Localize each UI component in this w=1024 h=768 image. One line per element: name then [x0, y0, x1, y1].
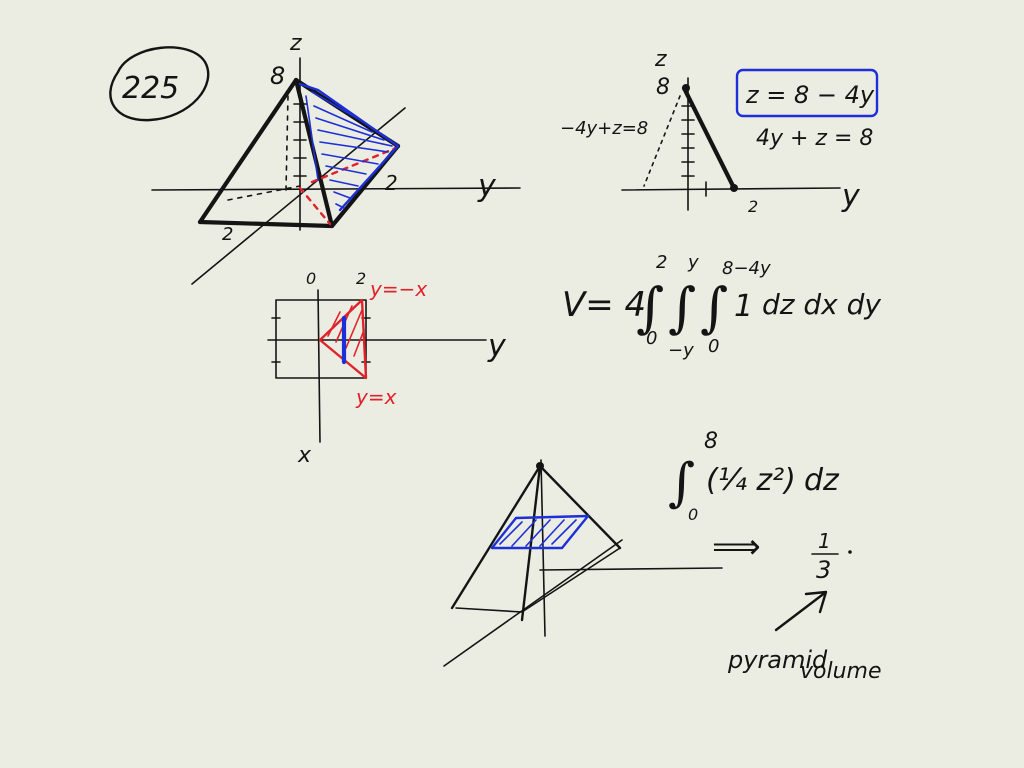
- pyramid-edge-left: [197, 77, 299, 225]
- outer-lower-limit: 0: [646, 328, 657, 349]
- pyramid-hidden-base: [227, 185, 301, 201]
- pyramid-x-axis: [191, 107, 406, 285]
- note-line2: volume: [800, 659, 882, 684]
- pyramid-base-front: [197, 143, 401, 229]
- slice-pyramid-base: [455, 547, 621, 613]
- region-top-left-label: 0: [306, 269, 316, 288]
- region-y-label: y: [487, 329, 507, 364]
- slice-pyramid-edges: [450, 464, 622, 622]
- pyramid-hidden-edge: [285, 95, 289, 191]
- middle-upper-limit: y: [687, 252, 699, 273]
- pyramid-3d-sketch: z 8 2 y 2: [151, 31, 521, 285]
- fraction-dot: [848, 550, 852, 554]
- plane-equation-box: [735, 68, 879, 118]
- region-x-label: x: [297, 443, 312, 468]
- cross-section-left-line-label: −4y+z=8: [560, 118, 648, 139]
- slice-lower-limit: 0: [688, 505, 698, 524]
- slice-y-axis: [539, 567, 723, 571]
- inner-upper-limit: 8−4y: [722, 258, 771, 279]
- problem-number-circle: [109, 46, 210, 122]
- slice-upper-limit: 8: [704, 429, 718, 454]
- integral-sign-inner: ∫: [700, 276, 728, 339]
- integral-sign-outer: ∫: [636, 276, 664, 339]
- inner-lower-limit: 0: [708, 336, 719, 357]
- cross-section-left-line: [643, 95, 681, 187]
- cross-section-sketch: z 8 −4y+z=8 2 y z = 8 − 4y 4y + z = 8: [560, 47, 879, 216]
- cross-section-y-tick-label: 2: [748, 197, 758, 216]
- differentials: dz dx dy: [762, 288, 881, 321]
- region-x-axis: [317, 289, 321, 443]
- slice-integral-sign: ∫: [668, 453, 695, 513]
- middle-lower-limit: −y: [668, 340, 694, 361]
- pyramid-z-label: z: [289, 31, 302, 56]
- slice-blue-hatching: [499, 519, 577, 547]
- pyramid-z-ticks: [293, 103, 307, 177]
- problem-number-group: 225: [109, 46, 210, 122]
- slice-blue-square: [490, 514, 590, 550]
- slice-x-axis: [443, 539, 623, 667]
- region-ticks: [271, 317, 371, 363]
- note-line1: pyramid: [727, 646, 828, 674]
- pyramid-red-dashed: [298, 146, 398, 226]
- cross-section-ticks: [681, 105, 707, 197]
- outer-upper-limit: 2: [656, 252, 667, 273]
- cross-section-apex-dot: [682, 84, 690, 92]
- pyramid-blue-hatching: [305, 91, 393, 209]
- slice-integral: ∫ 8 0 (¼ z²) dz ⟹ 1 3 pyramid volume: [668, 429, 882, 684]
- cross-section-y-label: y: [841, 179, 861, 214]
- integrand: 1: [734, 289, 753, 324]
- slice-implies-arrow: ⟹: [712, 527, 761, 567]
- slice-differential: dz: [804, 463, 840, 498]
- cross-section-y-dot: [730, 184, 738, 192]
- pyramid-blue-outline: [298, 82, 400, 212]
- pyramid-base-y-label: 2: [385, 171, 398, 195]
- fraction-denominator: 3: [816, 556, 831, 584]
- slice-integrand: (¼ z²): [706, 463, 796, 498]
- fraction-numerator: 1: [818, 529, 831, 553]
- region-2d-sketch: 0 2 y=−x y=x y x: [267, 269, 507, 468]
- pyramid-base-x-label: 2: [222, 224, 233, 245]
- pyramid-y-axis: [151, 187, 521, 191]
- volume-prefix: V= 4: [562, 285, 646, 325]
- slice-apex-dot: [536, 462, 544, 470]
- note-arrow: [774, 590, 828, 632]
- problem-number: 225: [122, 71, 179, 106]
- pyramid-y-label: y: [477, 169, 497, 204]
- volume-integral: V= 4 ∫ ∫ ∫ 2 0 y −y 8−4y 0 1 dz dx dy: [562, 252, 881, 361]
- integral-sign-middle: ∫: [668, 276, 696, 339]
- pyramid-slice-sketch: [443, 459, 723, 667]
- cross-section-plane-line: [681, 85, 737, 191]
- region-upper-line-label: y=−x: [369, 277, 427, 301]
- region-top-right-label: 2: [356, 269, 366, 288]
- pyramid-apex-label: 8: [270, 62, 285, 90]
- cross-section-z-label: z: [654, 47, 667, 72]
- cross-section-top-label: 8: [656, 75, 670, 100]
- plane-equation: z = 8 − 4y: [745, 81, 875, 109]
- plane-equation-alt: 4y + z = 8: [756, 126, 873, 151]
- region-lower-line-label: y=x: [355, 385, 397, 409]
